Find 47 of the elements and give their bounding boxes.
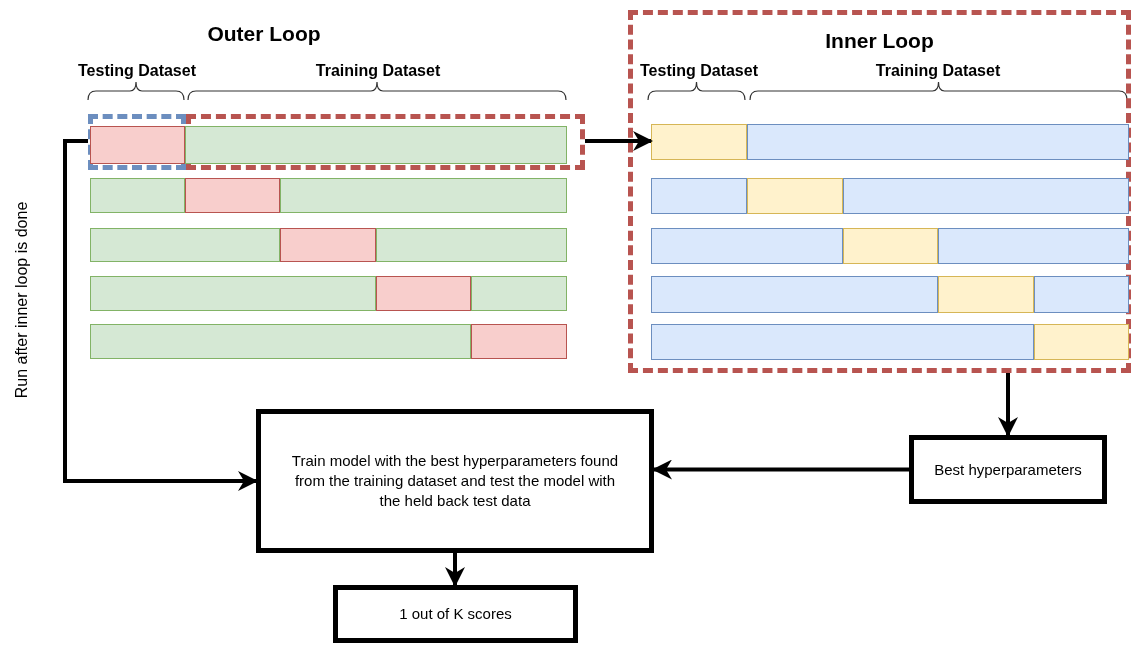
box-text: Train model with the best hyperparameters found from the training dataset and test the model with the held back test data — [290, 451, 620, 511]
train-fold-segment — [471, 276, 567, 311]
box-text: Best hyperparameters — [934, 459, 1082, 480]
validation-fold-segment — [843, 228, 938, 264]
arrow — [585, 131, 653, 151]
train-fold-segment — [651, 178, 747, 214]
test-fold-segment — [90, 126, 185, 164]
arrow — [652, 459, 909, 480]
arrow — [998, 373, 1018, 437]
box-text: 1 out of K scores — [399, 604, 512, 624]
test-fold-segment — [471, 324, 567, 359]
brace-label: Testing Dataset — [78, 61, 196, 81]
train-fold-segment — [376, 228, 567, 262]
dashed-highlight-box — [88, 114, 186, 170]
train-fold-segment — [651, 228, 843, 264]
train-fold-segment — [185, 126, 567, 164]
process-box — [256, 409, 654, 553]
test-fold-segment — [280, 228, 376, 262]
rotated-note: Run after inner loop is done — [12, 201, 31, 399]
validation-fold-segment — [1034, 324, 1129, 360]
train-fold-segment — [651, 324, 1034, 360]
brace-label: Training Dataset — [875, 61, 1001, 81]
train-fold-segment — [280, 178, 567, 213]
inner-loop-region — [628, 10, 1131, 373]
train-fold-segment — [90, 228, 280, 262]
train-fold-segment — [938, 228, 1129, 264]
test-fold-segment — [185, 178, 280, 213]
section-heading: Inner Loop — [824, 28, 935, 54]
validation-fold-segment — [747, 178, 843, 214]
brace-label: Training Dataset — [315, 61, 441, 81]
arrow — [63, 139, 258, 491]
dashed-highlight-box — [186, 114, 585, 170]
train-fold-segment — [90, 324, 471, 359]
train-fold-segment — [90, 178, 185, 213]
train-fold-segment — [651, 276, 938, 313]
process-box — [909, 435, 1107, 504]
train-fold-segment — [90, 276, 376, 311]
process-box — [333, 585, 578, 643]
validation-fold-segment — [651, 124, 747, 160]
validation-fold-segment — [938, 276, 1034, 313]
section-heading: Outer Loop — [207, 21, 321, 48]
test-fold-segment — [376, 276, 471, 311]
train-fold-segment — [747, 124, 1129, 160]
arrow — [445, 553, 465, 587]
train-fold-segment — [843, 178, 1129, 214]
brace-label: Testing Dataset — [640, 61, 758, 81]
train-fold-segment — [1034, 276, 1129, 313]
